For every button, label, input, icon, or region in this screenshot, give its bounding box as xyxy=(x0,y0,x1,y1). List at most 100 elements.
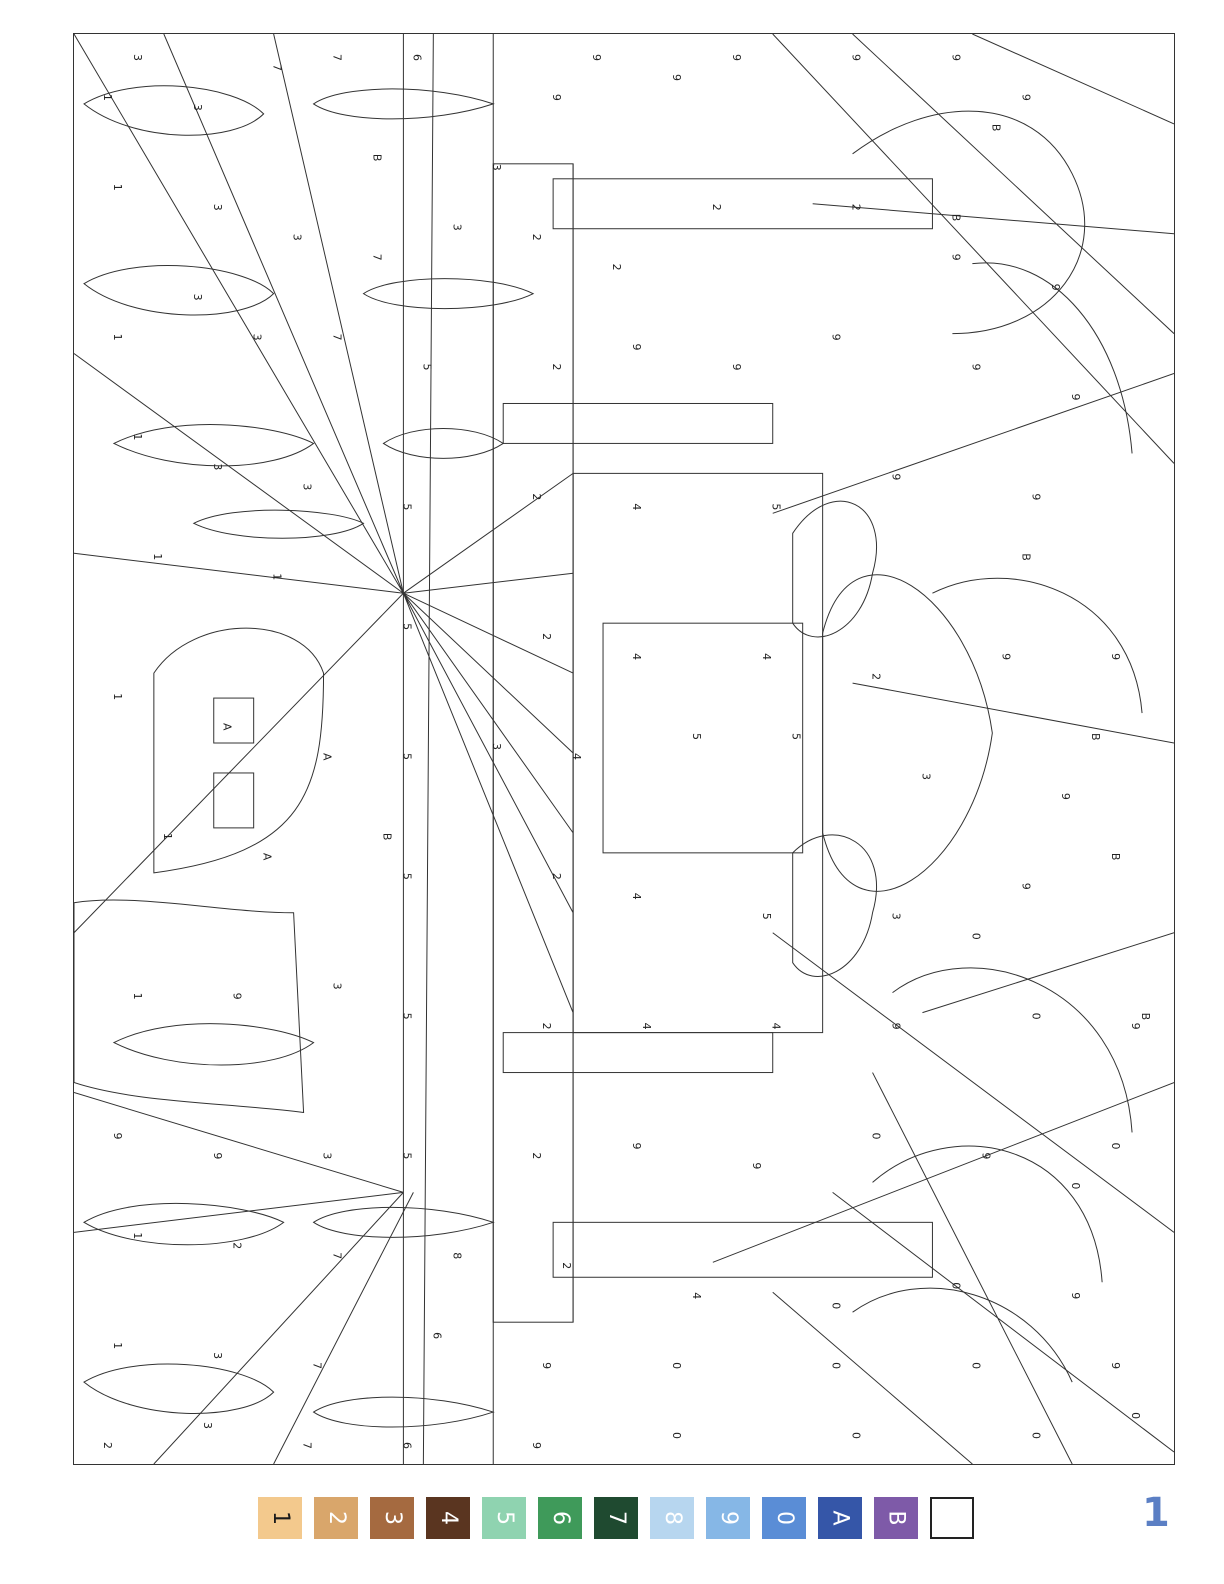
region-number: 9 xyxy=(999,653,1012,660)
region-number: 0 xyxy=(1029,1432,1042,1439)
legend-swatch: B xyxy=(874,1497,918,1539)
region-number: 1 xyxy=(131,1232,144,1239)
reflection-door-2 xyxy=(213,772,255,829)
region-number: 3 xyxy=(131,54,144,61)
cypress-row xyxy=(312,88,535,1428)
region-number: 9 xyxy=(630,1142,643,1149)
region-number: 9 xyxy=(850,54,863,61)
region-number: 5 xyxy=(760,913,773,920)
central-dome xyxy=(822,574,993,892)
legend-swatch-label: 3 xyxy=(380,1511,405,1525)
legend-swatch-label: 2 xyxy=(324,1511,349,1525)
region-number: 3 xyxy=(301,483,314,490)
page-number: 1 xyxy=(1142,1490,1170,1536)
legend-swatch-label: 0 xyxy=(772,1511,797,1525)
region-number: 7 xyxy=(331,334,344,341)
region-number: 9 xyxy=(830,334,843,341)
region-number: 9 xyxy=(890,1023,903,1030)
region-number: 9 xyxy=(750,1162,763,1169)
region-number: 0 xyxy=(670,1362,683,1369)
region-number: 3 xyxy=(201,1422,214,1429)
reflection-dome xyxy=(153,627,325,874)
region-number: 0 xyxy=(1069,1182,1082,1189)
region-number: 4 xyxy=(640,1023,653,1030)
region-number: 6 xyxy=(400,1442,413,1449)
region-number: 3 xyxy=(919,773,932,780)
region-number: 5 xyxy=(770,503,783,510)
region-number: 2 xyxy=(101,1442,114,1449)
region-number: 5 xyxy=(400,753,413,760)
region-number: A xyxy=(221,723,234,731)
legend-swatch-label: 5 xyxy=(492,1511,517,1525)
region-number: 7 xyxy=(370,254,383,261)
region-number: B xyxy=(1109,853,1122,861)
region-number: 4 xyxy=(760,653,773,660)
legend-swatch: 6 xyxy=(538,1497,582,1539)
region-number: 9 xyxy=(730,364,743,371)
legend-swatch-label: 6 xyxy=(548,1511,573,1525)
region-number: 9 xyxy=(111,1132,124,1139)
region-number: 0 xyxy=(830,1362,843,1369)
region-number: 4 xyxy=(770,1023,783,1030)
region-number: 4 xyxy=(630,653,643,660)
region-number: 4 xyxy=(570,753,583,760)
region-number: 1 xyxy=(101,94,114,101)
left-dome xyxy=(792,500,878,638)
region-number: A xyxy=(261,853,274,861)
minaret-left-top xyxy=(552,178,933,230)
region-number: A xyxy=(321,753,334,761)
legend-swatch-label: 4 xyxy=(436,1511,461,1525)
region-number: 2 xyxy=(610,264,623,271)
region-number: 3 xyxy=(490,743,503,750)
minaret-right-bottom xyxy=(552,1221,933,1278)
region-number: 9 xyxy=(1109,653,1122,660)
region-number: 2 xyxy=(530,234,543,241)
region-number: 9 xyxy=(730,54,743,61)
region-number: 9 xyxy=(540,1362,553,1369)
region-number: 2 xyxy=(870,673,883,680)
region-number: 7 xyxy=(311,1362,324,1369)
region-number: 5 xyxy=(790,733,803,740)
region-number: 9 xyxy=(1019,883,1032,890)
region-number: 5 xyxy=(400,1152,413,1159)
legend-swatch-label: 9 xyxy=(716,1511,741,1525)
region-number: B xyxy=(989,124,1002,132)
region-number: 4 xyxy=(630,893,643,900)
region-number: 9 xyxy=(211,1152,224,1159)
region-number: 9 xyxy=(231,993,244,1000)
region-number: 1 xyxy=(111,334,124,341)
region-number: 9 xyxy=(1019,94,1032,101)
legend-swatch: 0 xyxy=(762,1497,806,1539)
region-number: 3 xyxy=(191,294,204,301)
region-number: 1 xyxy=(271,573,284,580)
region-number: 9 xyxy=(1029,493,1042,500)
region-number: 7 xyxy=(331,54,344,61)
region-number: 0 xyxy=(969,1362,982,1369)
legend-swatch: 4 xyxy=(426,1497,470,1539)
region-number: 1 xyxy=(111,693,124,700)
facade-rays xyxy=(402,472,574,1013)
region-number: 9 xyxy=(670,74,683,81)
legend-swatch: 7 xyxy=(594,1497,638,1539)
region-number: 2 xyxy=(540,1023,553,1030)
region-number: 7 xyxy=(271,64,284,71)
legend-swatch: 8 xyxy=(650,1497,694,1539)
region-number: 8 xyxy=(450,1252,463,1259)
region-number: 6 xyxy=(430,1332,443,1339)
region-number: 9 xyxy=(979,1152,992,1159)
legend-swatch-label: 7 xyxy=(604,1511,629,1525)
region-number: 3 xyxy=(331,983,344,990)
region-number: 1 xyxy=(131,433,144,440)
region-number: B xyxy=(1139,1013,1152,1021)
region-number: 2 xyxy=(530,493,543,500)
region-number: 3 xyxy=(490,164,503,171)
region-number: 0 xyxy=(870,1132,883,1139)
region-number: 3 xyxy=(191,104,204,111)
legend-swatch xyxy=(930,1497,974,1539)
region-number: 0 xyxy=(1109,1142,1122,1149)
minaret-left-inner xyxy=(502,402,774,444)
region-number: B xyxy=(1089,733,1102,741)
region-number: 9 xyxy=(1069,1292,1082,1299)
